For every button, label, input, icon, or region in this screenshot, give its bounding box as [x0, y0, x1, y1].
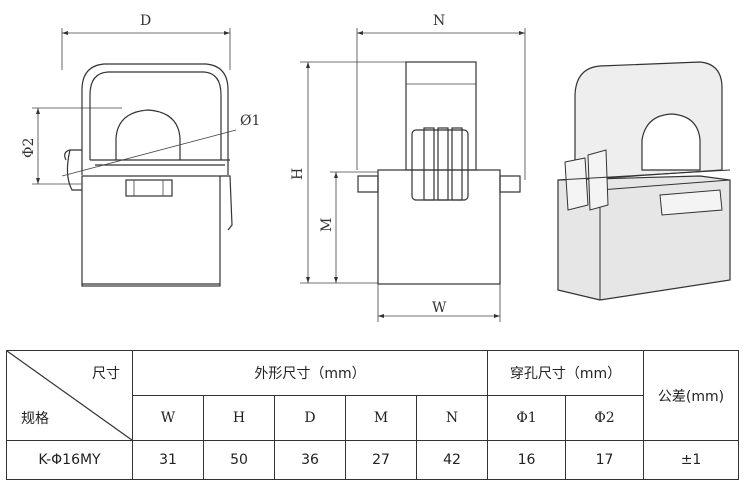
column-header-d: D: [274, 395, 346, 442]
outer-dimension-group-header: 外形尺寸（mm）: [131, 349, 489, 397]
dim-label-phi2: Φ2: [21, 138, 37, 158]
dim-label-h: H: [290, 168, 306, 180]
corner-label-model: 规格: [21, 411, 49, 428]
column-header-phi2: Φ2: [565, 395, 645, 442]
corner-header-cell: 尺寸 规格: [6, 349, 133, 442]
technical-drawing: D Ø1 Φ2 N: [21, 13, 731, 322]
tolerance-cell: ±1: [643, 440, 740, 480]
column-header-h: H: [203, 395, 275, 442]
value-cell-w: 31: [132, 440, 204, 480]
tolerance-header: 公差(mm): [643, 349, 740, 442]
corner-label-size: 尺寸: [92, 366, 120, 382]
front-view: D Ø1 Φ2: [21, 13, 260, 287]
value-cell-m: 27: [345, 440, 417, 480]
column-header-w: W: [132, 395, 204, 442]
column-header-phi1: Φ1: [487, 395, 567, 442]
dim-label-m: M: [319, 218, 335, 232]
column-header-n: N: [415, 395, 489, 442]
model-cell: K-Φ16MY: [6, 440, 133, 480]
dim-label-n: N: [433, 13, 445, 29]
isometric-view: [557, 61, 731, 301]
dim-label-d: D: [140, 13, 151, 29]
side-view: N H M W: [290, 13, 526, 322]
value-cell-d: 36: [274, 440, 346, 480]
hole-dimension-group-header: 穿孔尺寸（mm）: [487, 349, 645, 397]
value-cell-phi2: 17: [565, 440, 645, 480]
value-cell-n: 42: [415, 440, 489, 480]
spec-table: 尺寸 规格 外形尺寸（mm） 穿孔尺寸（mm） 公差(mm) W H D M N…: [6, 349, 740, 480]
value-cell-phi1: 16: [487, 440, 567, 480]
table-row: K-Φ16MY 31 50 36 27 42 16 17 ±1: [6, 440, 740, 480]
dim-label-phi1: Ø1: [240, 113, 260, 129]
dim-label-w: W: [432, 300, 447, 316]
column-header-m: M: [345, 395, 417, 442]
value-cell-h: 50: [203, 440, 275, 480]
